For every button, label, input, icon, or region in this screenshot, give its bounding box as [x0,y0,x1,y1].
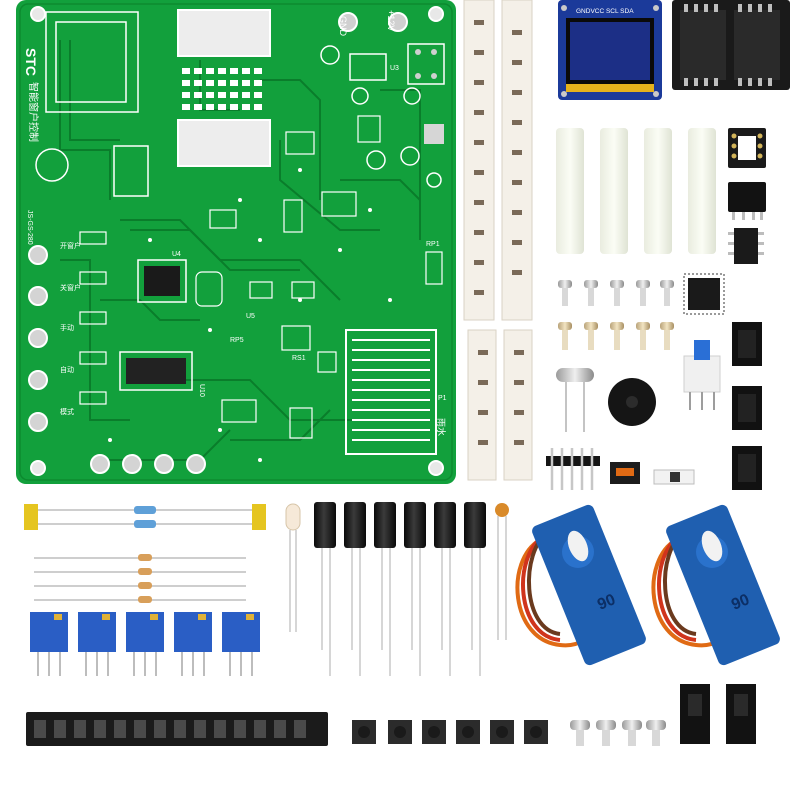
resistor-loose [34,554,246,603]
resistor-taped [24,504,266,530]
capacitor-3 [374,502,396,676]
smd-resistor-grid [182,68,262,110]
board-date: JS-GS-280 [26,210,33,245]
pcb-traces [59,40,421,461]
capacitor-5 [434,502,456,676]
nylon-standoffs [556,128,716,254]
servo-header-pads [90,454,206,474]
photoresistor [495,503,509,640]
tact-switch-1 [352,720,376,744]
button-label-4: 自动 [60,365,74,374]
button-label-5: 模式 [60,407,74,416]
tact-switch-3 [422,720,446,744]
capacitor-4 [404,502,426,676]
button-label-1: 开窗户 [60,241,81,250]
tact-switch-2 [388,720,412,744]
tact-switch-6 [524,720,548,744]
electrolytic-capacitors [314,502,486,676]
trim-pot-5 [222,612,260,676]
soic-ic-2 [732,322,762,366]
self-lock-switch [683,340,721,410]
trim-pot-2 [78,612,116,676]
servo-2-mark: 90 [729,591,752,613]
servo-1: 90 [515,504,646,666]
pcb-board: STC 智能窗户控制 JS-GS-280 GND +12V U3 [16,0,456,484]
u5-label: U5 [246,313,255,320]
p1-label: P1 [438,395,447,402]
gnd-label: GND [338,16,348,37]
servo-1-mark: 90 [595,591,618,613]
button-label-2: 关窗户 [60,283,81,292]
soic-ic-3 [732,386,762,430]
buzzer [608,378,656,426]
silk-resistor-boxes [79,115,443,439]
long-screws [570,720,666,746]
rain-label: 雨水 [436,418,447,436]
relay-bottom-1 [680,684,710,744]
oled-module: GNDVCC SCL SDA [558,0,662,100]
soic-ic-4 [732,446,762,490]
usb-connector [610,462,640,484]
pin-header [546,448,600,490]
capacitor-6 [464,502,486,676]
servo-2: 90 [651,504,780,666]
mounting-holes [30,6,444,476]
board-subtitle: 智能窗户控制 [27,82,40,142]
u10-footprint: U10 [119,351,205,397]
tact-switches [352,720,548,744]
trim-pot-3 [126,612,164,676]
cap-footprints [35,45,442,188]
oled-pin-label: GNDVCC SCL SDA [576,8,634,15]
smd-tape-strips [463,0,533,481]
soic-footprint [113,145,149,197]
relay-pack [672,0,790,90]
button-labels: 开窗户 关窗户 手动 自动 模式 [60,241,81,416]
pcb-vias [108,168,392,462]
rain-sensor-area: P1 雨水 [345,329,447,455]
screw-row-2 [558,322,674,350]
power-terminals: GND +12V [338,10,408,37]
vcc12-label: +12V [386,10,396,31]
led [285,503,301,632]
u10-label: U10 [198,384,205,397]
button-pads [28,245,48,432]
crystal [556,368,594,432]
brand-title: STC [23,48,39,76]
screws [558,280,674,350]
rp5-label: RP5 [230,337,244,344]
dip8-ic [728,182,766,220]
slide-switch [653,469,695,485]
trim-pots [30,612,260,676]
button-label-3: 手动 [60,323,74,332]
qfp-mcu [683,273,725,315]
rs1-label: RS1 [292,355,306,362]
tact-switch-4 [456,720,480,744]
u4-label: U4 [172,251,181,258]
relay-silk-zones [177,9,271,167]
rp1-label: RP1 [426,241,440,248]
screw-row-1 [558,280,674,306]
ic-socket [728,128,766,168]
resistors [24,504,266,603]
trim-pot-1 [30,612,68,676]
soic-ic-1 [728,228,764,264]
pcb-pad-square [424,124,444,144]
relay-bottom-2 [726,684,756,744]
u3-label: U3 [390,65,399,72]
smd-black-strip [26,712,328,746]
trim-pot-4 [174,612,212,676]
mcu-footprint: U4 [137,251,187,303]
capacitor-1 [314,502,336,676]
oled-outline-silk [45,11,139,113]
dip8-footprint: U3 [349,43,445,85]
tact-switch-5 [490,720,514,744]
capacitor-2 [344,502,366,676]
